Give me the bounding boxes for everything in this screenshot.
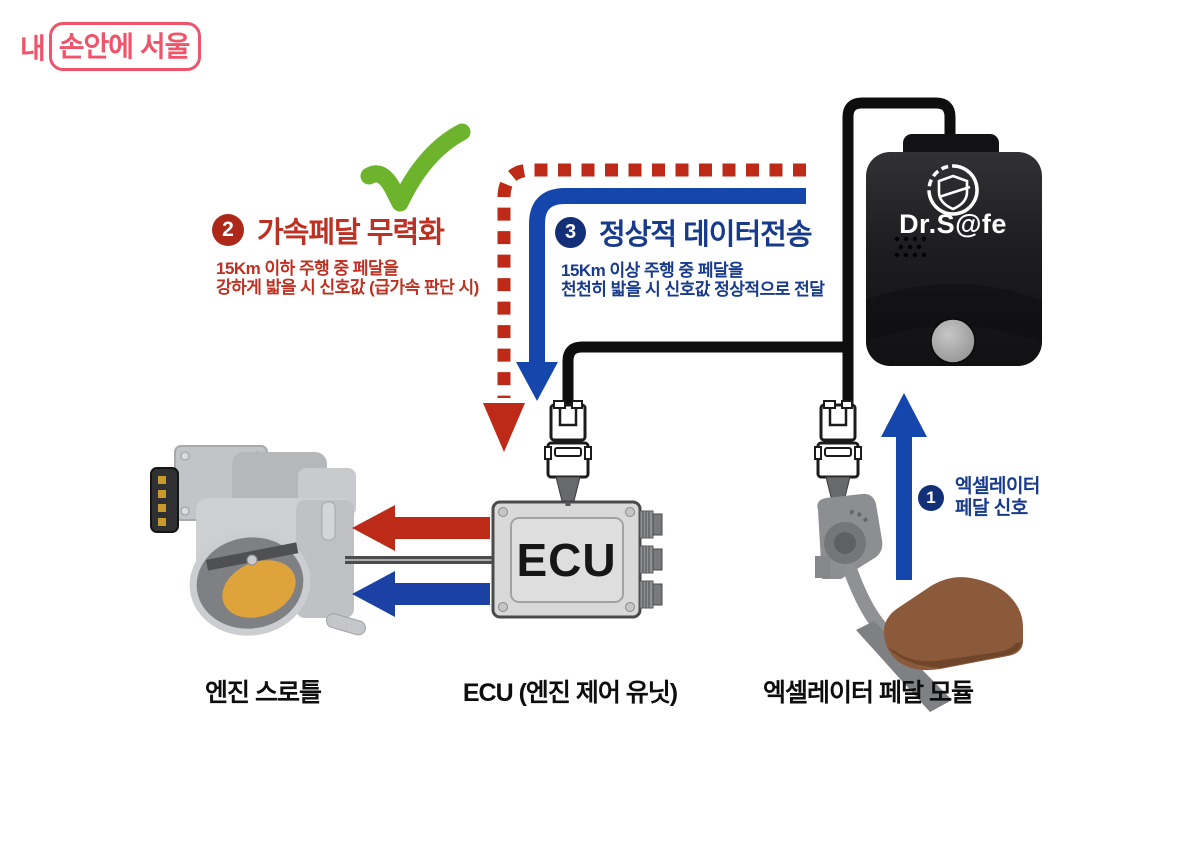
step2-block: 2 가속페달 무력화 15Km 이하 주행 중 페달을 강하게 밟을 시 신호값… xyxy=(212,209,479,297)
step3-block: 3 정상적 데이터전송 15Km 이상 주행 중 페달을 천천히 밟을 시 신호… xyxy=(555,211,825,299)
throttle-illustration xyxy=(150,445,366,636)
ecu-side-connectors xyxy=(639,510,663,609)
ecu-box xyxy=(491,500,663,619)
arrow-red-ecu-to-throttle xyxy=(352,505,490,551)
shoe-illustration xyxy=(883,577,1023,671)
wire-connector-right xyxy=(813,399,863,510)
device-cable xyxy=(562,97,956,409)
site-logo: 내 손안에 서울 xyxy=(20,22,202,71)
caption-pedal: 엑셀레이터 페달 모듈 xyxy=(763,679,974,707)
ecu-text: ECU xyxy=(516,533,617,586)
shield-logo-icon xyxy=(927,164,979,216)
step2-desc-line1: 15Km 이하 주행 중 페달을 xyxy=(216,259,399,278)
step2-number-badge: 2 xyxy=(212,214,244,246)
wire-connector-left xyxy=(543,399,593,506)
arrow-blue-pedal-signal xyxy=(881,393,927,580)
blue-data-arrow xyxy=(516,188,806,401)
logo-boxed-text: 손안에 서울 xyxy=(48,22,202,71)
caption-ecu: ECU (엔진 제어 유닛) xyxy=(462,679,678,707)
step3-number-badge: 3 xyxy=(555,216,586,248)
check-icon xyxy=(360,123,471,212)
step2-desc-line2: 강하게 밟을 시 신호값 (급가속 판단 시) xyxy=(216,278,479,297)
device-brand-text: Dr.S@fe xyxy=(899,209,1007,239)
speaker-grille xyxy=(894,236,927,258)
drsafe-device xyxy=(866,134,1042,366)
step3-title: 정상적 데이터전송 xyxy=(599,219,812,251)
step3-desc-line2: 천천히 밟을 시 신호값 정상적으로 전달 xyxy=(561,280,825,299)
logo-prefix: 내 xyxy=(20,32,46,64)
step1-block: 1 엑셀레이터 페달 신호 xyxy=(918,476,1040,520)
arrow-blue-ecu-to-throttle xyxy=(352,571,490,617)
step1-number-badge: 1 xyxy=(918,485,944,511)
step1-label-line1: 엑셀레이터 xyxy=(955,476,1040,497)
step3-desc-line1: 15Km 이상 주행 중 페달을 xyxy=(561,261,744,280)
device-button xyxy=(930,318,976,364)
caption-throttle: 엔진 스로틀 xyxy=(205,679,322,707)
step2-title: 가속페달 무력화 xyxy=(257,217,445,249)
red-dashed-arrow xyxy=(483,163,806,452)
step1-label-line2: 페달 신호 xyxy=(955,498,1028,519)
